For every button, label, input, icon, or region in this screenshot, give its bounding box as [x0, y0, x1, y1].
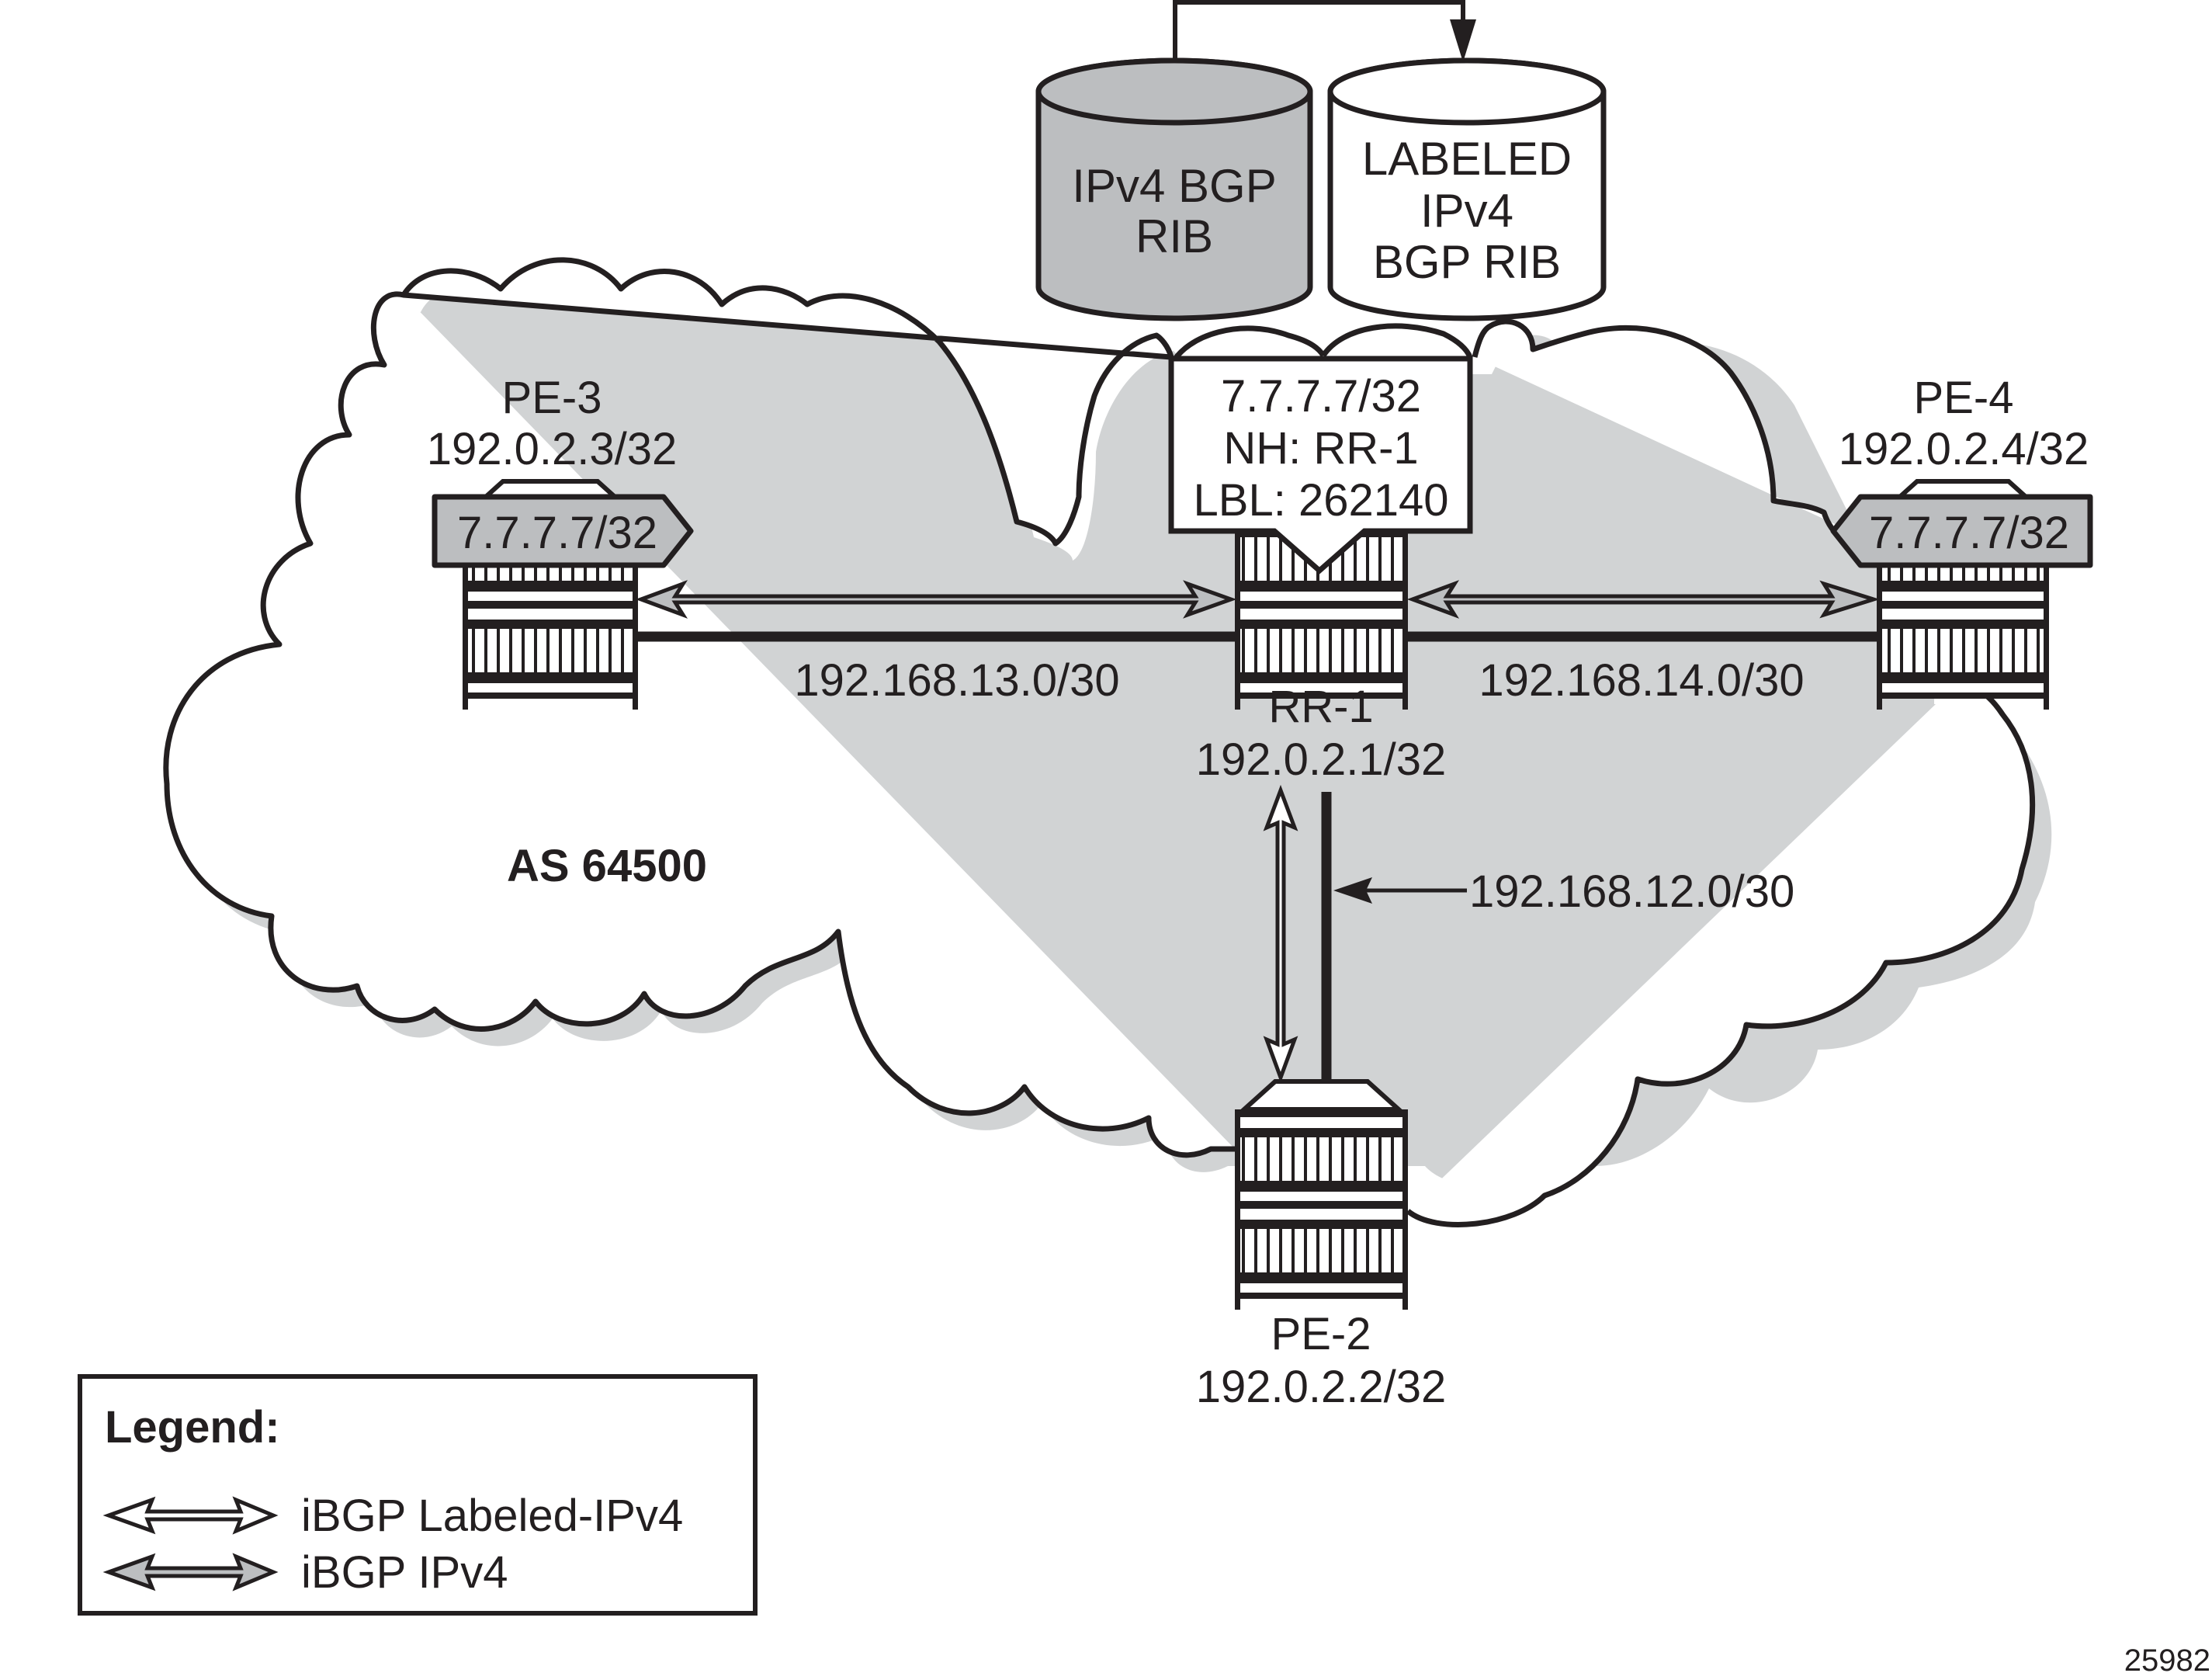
arrowhead-icon	[1450, 19, 1476, 62]
figure-number: 25982	[2124, 1644, 2210, 1678]
callout-label: LBL: 262140	[1194, 475, 1449, 526]
rib-labeled-line1: LABELED	[1362, 133, 1572, 185]
pe2-name: PE-2	[1271, 1309, 1371, 1359]
subnet-pointer-rr1-pe2	[1333, 877, 1467, 904]
router-slats	[1877, 629, 2049, 672]
session-arrow-pe3-rr1	[635, 580, 1237, 619]
router-slats	[1235, 1137, 1408, 1181]
cloud-top-bumps	[1168, 323, 1473, 366]
pe3-address: 192.0.2.3/32	[427, 424, 678, 474]
white-double-arrow-icon	[102, 1496, 279, 1535]
rib-ipv4: IPv4 BGP RIB	[1035, 57, 1313, 321]
rr1-name: RR-1	[1268, 682, 1373, 732]
subnet-rr1-pe4: 192.168.14.0/30	[1479, 655, 1804, 706]
legend-item-ipv4: iBGP IPv4	[102, 1547, 508, 1598]
router-slats	[463, 629, 638, 672]
subnet-rr1-pe2: 192.168.12.0/30	[1469, 866, 1794, 917]
router-slats	[1235, 1229, 1408, 1272]
pe4-address: 192.0.2.4/32	[1839, 424, 2089, 474]
legend-item-labeled-ipv4: iBGP Labeled-IPv4	[102, 1491, 683, 1541]
subnet-pe3-rr1: 192.168.13.0/30	[794, 655, 1119, 706]
as-label: AS 64500	[507, 841, 707, 891]
cloud-outline	[163, 257, 2036, 1227]
rib-labeled-line2: IPv4	[1420, 185, 1513, 237]
rib-ipv4-line1: IPv4 BGP	[1072, 160, 1276, 212]
route-callout: 7.7.7.7/32 NH: RR-1 LBL: 262140	[1168, 356, 1473, 574]
legend-label-ipv4: iBGP IPv4	[301, 1547, 508, 1598]
legend-title: Legend:	[105, 1402, 280, 1453]
pe4-name: PE-4	[1914, 373, 2014, 423]
prefix-tag-pe4-text: 7.7.7.7/32	[1869, 508, 2069, 558]
prefix-tag-pe3: 7.7.7.7/32	[432, 494, 694, 568]
rib-labeled-line3: BGP RIB	[1373, 236, 1561, 288]
rr1-address: 192.0.2.1/32	[1196, 734, 1447, 785]
legend: Legend: iBGP Labeled-IPv4 iBGP IPv4	[78, 1374, 758, 1616]
session-arrow-rr1-pe4	[1406, 580, 1881, 619]
rib-connector	[1173, 0, 1476, 64]
as-cloud	[163, 257, 2052, 1227]
rib-labeled-ipv4: LABELED IPv4 BGP RIB	[1327, 57, 1607, 321]
prefix-tag-pe4: 7.7.7.7/32	[1830, 494, 2093, 568]
gray-double-arrow-icon	[102, 1553, 279, 1591]
arrowhead-icon	[1333, 877, 1372, 904]
prefix-tag-pe3-text: 7.7.7.7/32	[457, 508, 657, 558]
pe3-name: PE-3	[502, 373, 602, 423]
router-pe2[interactable]	[1235, 1079, 1408, 1310]
session-arrow-rr1-pe2	[1263, 784, 1298, 1084]
callout-next-hop: NH: RR-1	[1223, 423, 1418, 474]
rib-ipv4-line2: RIB	[1135, 210, 1213, 262]
pe2-address: 192.0.2.2/32	[1196, 1362, 1447, 1412]
callout-prefix: 7.7.7.7/32	[1221, 371, 1421, 422]
router-cap	[1238, 1079, 1405, 1112]
router-slats	[1235, 629, 1408, 672]
legend-label-labeled-ipv4: iBGP Labeled-IPv4	[301, 1491, 683, 1541]
